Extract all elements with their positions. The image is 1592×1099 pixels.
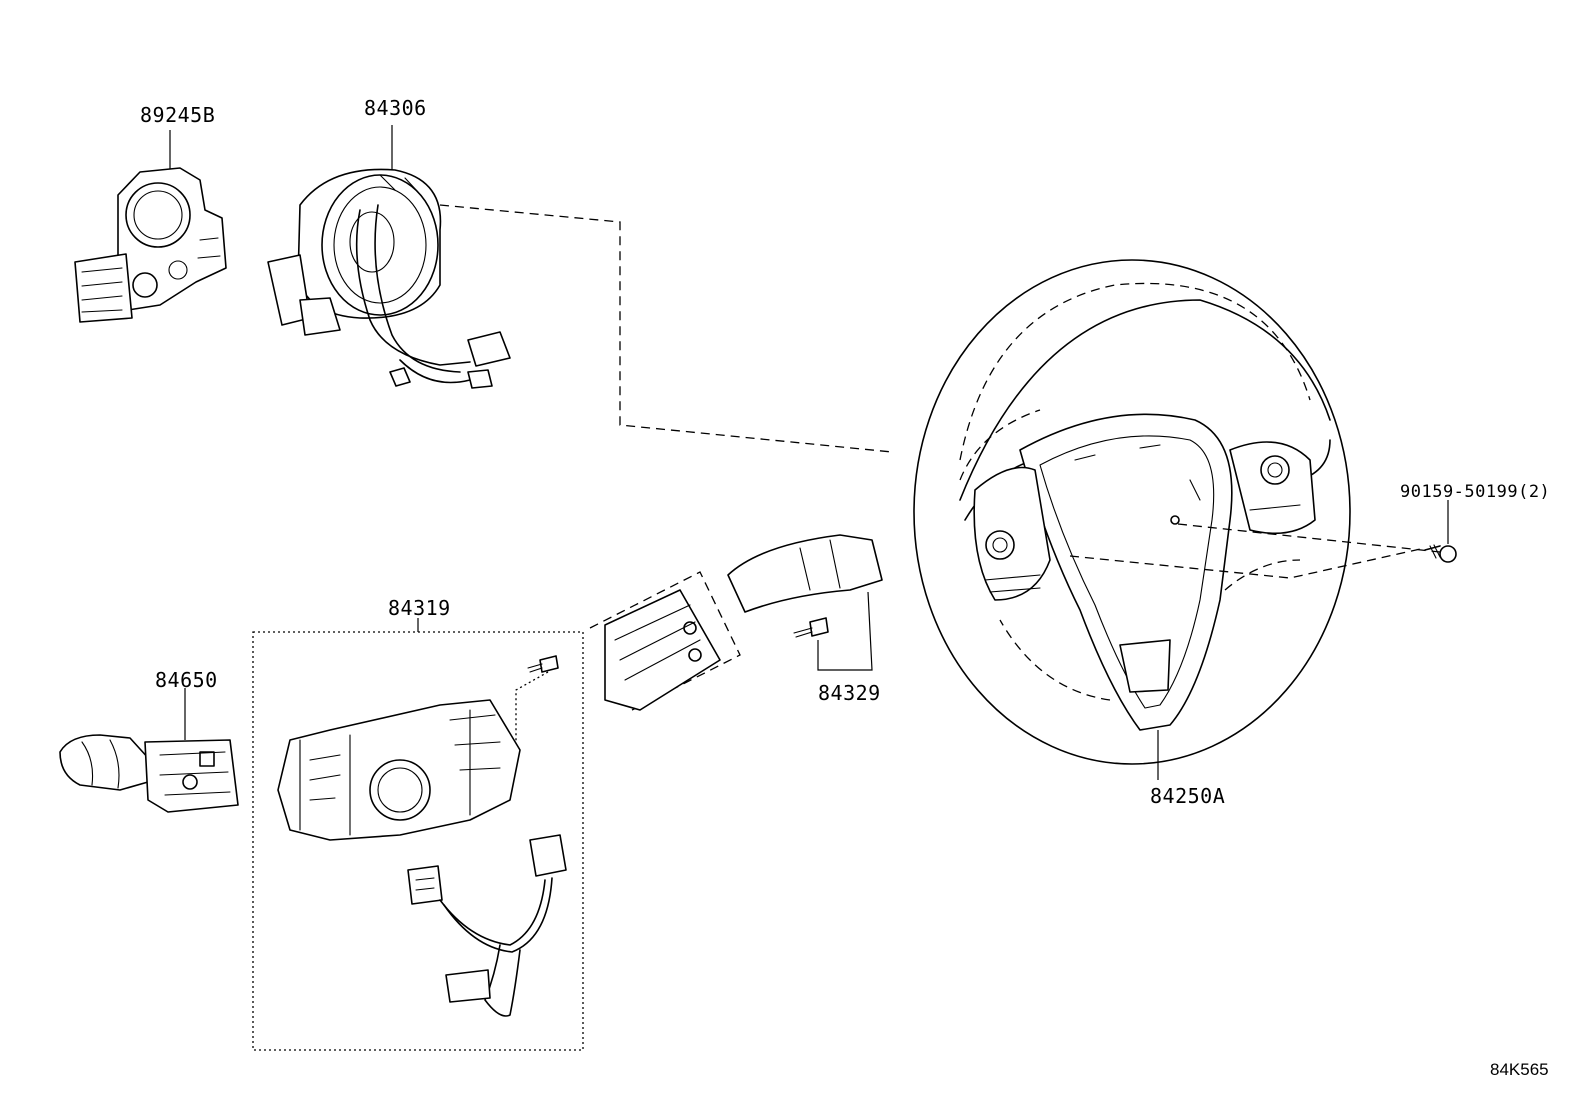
diagram-code: 84K565 [1490, 1060, 1549, 1079]
turn-signal-switch-drawing [589, 534, 883, 711]
part-label-84306[interactable]: 84306 [364, 96, 427, 120]
wiper-switch-drawing [59, 688, 239, 813]
part-label-90159-50199[interactable]: 90159-50199(2) [1400, 482, 1551, 502]
assembly-guide-line [439, 204, 893, 453]
part-label-84329[interactable]: 84329 [818, 681, 881, 705]
part-label-89245b[interactable]: 89245B [140, 103, 216, 127]
steering-sensor-drawing [74, 130, 227, 323]
screw-drawing [1069, 500, 1457, 579]
switch-assembly-drawing [252, 618, 584, 1051]
part-label-84250a[interactable]: 84250A [1150, 784, 1226, 808]
part-label-84319[interactable]: 84319 [388, 596, 451, 620]
spiral-cable-drawing [267, 125, 511, 389]
part-label-84650[interactable]: 84650 [155, 668, 218, 692]
steering-wheel-drawing [913, 259, 1351, 780]
